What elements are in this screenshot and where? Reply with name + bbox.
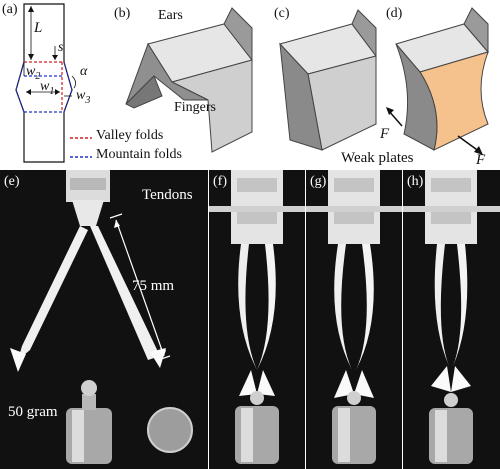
fold-legend: Valley folds Mountain folds [70,128,210,170]
dim-w1-label: w1 [40,79,55,97]
panel-a-label: (a) [2,2,18,17]
photo-e: (e) 75 mm 50 gram [0,170,208,469]
folded-finger-side-model [279,9,377,151]
panel-b: (b) Ears Fingers [112,0,270,168]
panel-h-label: (h) [407,174,424,189]
panel-a: (a) L s w2 w1 w3 α [0,0,110,168]
photo-h: (h) [403,170,500,469]
gripper-stage-g-photo [306,170,402,469]
panel-g-label: (g) [310,174,327,189]
force-label-right: F [476,152,486,168]
gripper-stage-f-photo [209,170,305,469]
gripper-stage-h-photo [403,170,500,469]
weight-label: 50 gram [8,404,58,420]
valley-legend-label: Valley folds [96,128,164,143]
length-label: 75 mm [132,278,175,294]
weak-plate-model [386,7,489,155]
photo-f: (f) [209,170,305,469]
mountain-legend-label: Mountain folds [96,147,182,162]
sheet-outline [15,3,73,163]
force-label-left: F [380,126,390,142]
photo-g: (g) [306,170,402,469]
dim-L-label: L [34,20,43,36]
gripper-open-photo [0,170,208,469]
panel-c-label: (c) [274,6,290,21]
crease-pattern-diagram [15,3,76,163]
panel-c: (c) [272,0,384,168]
panel-d: (d) F F [380,0,500,168]
dim-w3-label: w3 [76,88,91,106]
dim-w2-label: w2 [26,64,41,82]
mountain-fold-left [15,61,25,113]
angle-alpha-label: α [80,64,88,79]
panel-e-label: (e) [4,174,20,189]
ears-label: Ears [158,8,183,23]
dim-s-label: s [58,40,64,55]
panel-f-label: (f) [213,174,227,189]
mountain-fold-right [63,61,73,113]
tendons-label: Tendons [142,187,193,203]
fingers-label: Fingers [174,100,216,115]
panel-d-label: (d) [386,6,403,21]
weak-plates-label: Weak plates [341,150,414,166]
folded-finger-model [125,7,253,153]
panel-b-label: (b) [114,6,131,21]
